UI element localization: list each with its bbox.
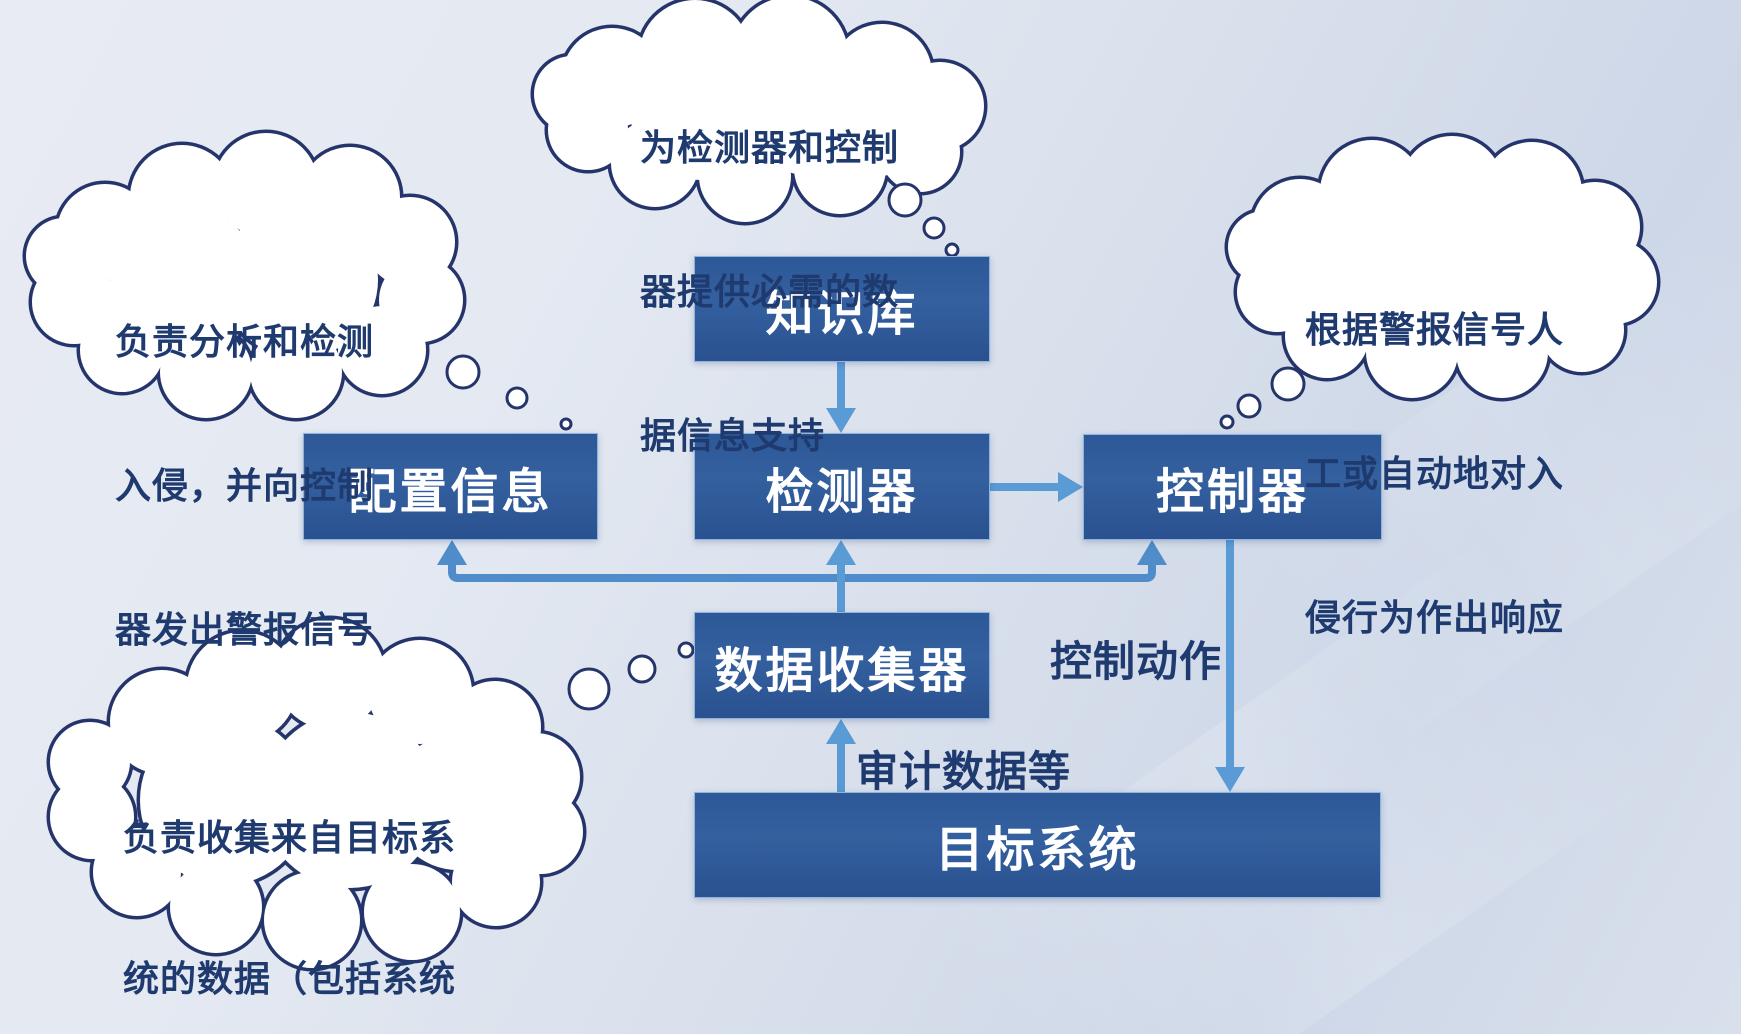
callout-data-collector-text: 负责收集来自目标系 统的数据（包括系统 日志、系统调用记录、 网络协议数据包等） [123, 720, 493, 1034]
node-knowledge-base-label: 知识库 [765, 288, 919, 341]
node-target-system-label: 目标系统 [935, 824, 1140, 877]
callout-line: 负责分析和检测 [115, 321, 375, 362]
bubble-trail-data-collector [567, 641, 695, 711]
callout-line: 器提供必需的数 [640, 271, 900, 312]
callout-line: 入侵，并向控制 [115, 465, 375, 506]
bubble-trail-controller [1219, 366, 1306, 430]
arrow-collector-to-detector [826, 540, 856, 612]
node-knowledge-base: 知识库 [694, 256, 990, 362]
callout-line: 为检测器和控制 [640, 127, 900, 168]
edge-label-audit-data: 审计数据等 [856, 748, 1072, 795]
bubble-trail-detector [445, 354, 573, 431]
callout-line: 侵行为作出响应 [1305, 597, 1565, 638]
callout-controller-text: 根据警报信号人 工或自动地对入 侵行为作出响应 [1305, 210, 1564, 738]
node-data-collector: 数据收集器 [694, 612, 990, 719]
arrow-target-to-collector [826, 719, 856, 792]
arrow-alarm-to-config-and-controller [437, 540, 1167, 582]
arrow-knowledge-to-detector [826, 362, 856, 433]
node-controller-label: 控制器 [1155, 466, 1309, 519]
node-controller: 控制器 [1083, 434, 1382, 540]
callout-line: 统的数据（包括系统 [123, 958, 457, 999]
node-detector: 检测器 [694, 433, 990, 540]
callout-line: 据信息支持 [640, 415, 826, 456]
node-target-system: 目标系统 [694, 792, 1381, 898]
node-detector-label: 检测器 [765, 465, 919, 519]
node-data-collector-label: 数据收集器 [714, 644, 970, 698]
bubble-trail-knowledge-base [887, 182, 960, 258]
node-config-info: 配置信息 [303, 433, 598, 540]
callout-line: 工或自动地对入 [1305, 453, 1565, 494]
arrow-controller-to-target [1215, 540, 1245, 792]
callout-line: 器发出警报信号 [115, 609, 375, 650]
callout-line: 负责收集来自目标系 [123, 817, 457, 858]
callout-detector-text: 负责分析和检测 入侵，并向控制 器发出警报信号 [115, 222, 374, 750]
callout-line: 根据警报信号人 [1305, 309, 1565, 350]
arrow-detector-to-controller [990, 472, 1083, 502]
edge-label-control-action: 控制动作 [1050, 638, 1223, 685]
callout-knowledge-base-text: 为检测器和控制 器提供必需的数 据信息支持 [640, 28, 899, 556]
node-config-info-label: 配置信息 [348, 465, 553, 519]
